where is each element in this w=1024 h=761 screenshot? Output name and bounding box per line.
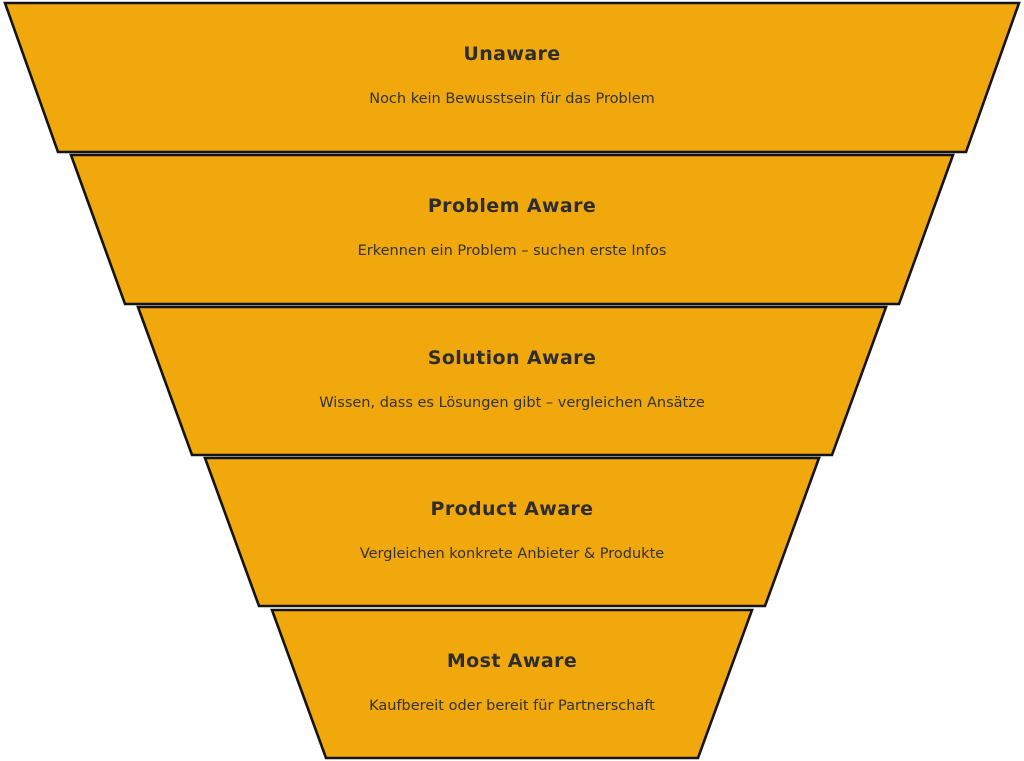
stage-shape-product-aware: [203, 456, 821, 608]
stage-shape-solution-aware: [136, 305, 888, 457]
stage-shape-unaware: [3, 1, 1021, 154]
stage-shape-problem-aware: [69, 153, 955, 306]
stage-shape-most-aware: [270, 608, 754, 760]
